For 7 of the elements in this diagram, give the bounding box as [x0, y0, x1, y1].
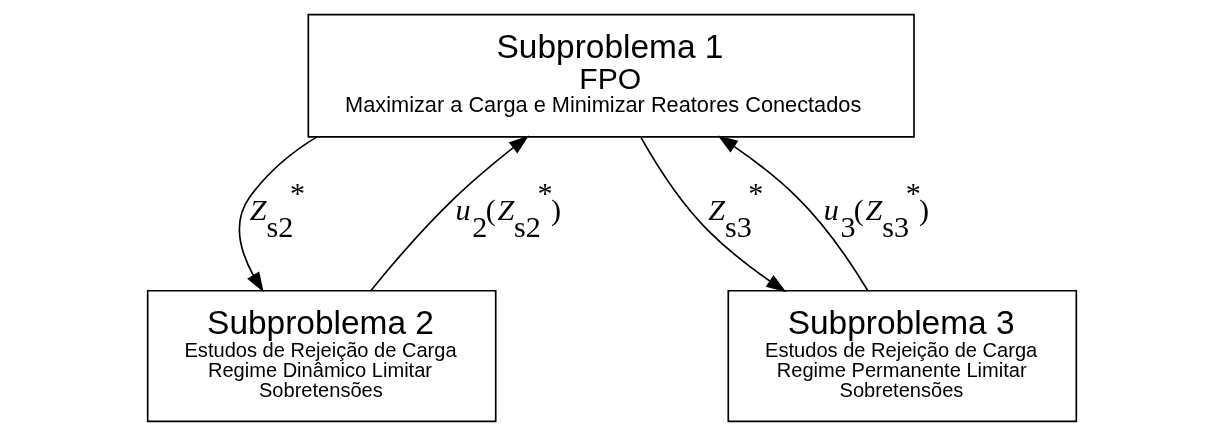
node-box: Subproblema 1 FPO Maximizar a Carga e Minimizar Reatores Conectados — [307, 13, 915, 138]
arrow — [639, 136, 786, 293]
node-box: Subproblema 2 Estudos de Rejeição de Carga Regime Dinâmico Limitar Sobretensões — [146, 289, 497, 423]
arrow — [369, 135, 529, 292]
arrow — [717, 135, 868, 292]
node-box: Subproblema 3 Estudos de Rejeição de Carga Regime Permanente Limitar Sobretensões — [726, 289, 1077, 423]
arrow — [238, 136, 318, 293]
